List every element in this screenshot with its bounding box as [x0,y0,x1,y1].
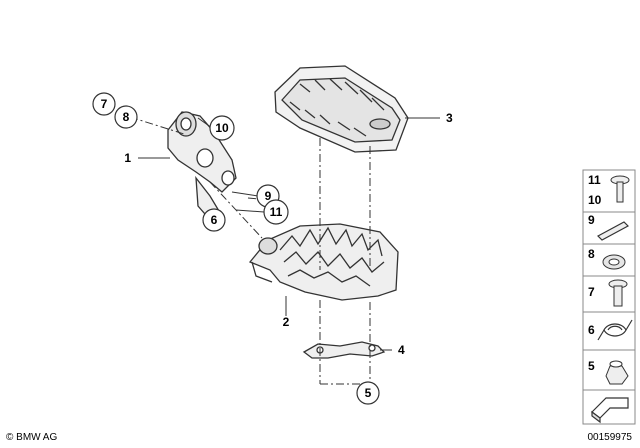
footpeg-bracket [167,111,237,223]
footpeg [248,223,399,301]
callout-10: 10 [209,115,235,141]
spring-icon [597,319,633,341]
svg-text:3: 3 [446,111,453,125]
svg-text:6: 6 [211,213,218,227]
legend-row-screw: 11 10 [582,169,636,213]
callout-3: 3 [446,111,453,125]
svg-text:4: 4 [398,343,405,357]
svg-text:1: 1 [124,151,131,165]
svg-text:9: 9 [265,189,272,203]
callout-11: 11 [263,199,289,225]
callout-4: 4 [398,343,405,357]
cotter-pin-icon [597,221,629,241]
callout-7: 7 [92,92,116,116]
svg-text:6: 6 [588,323,595,337]
svg-text:5: 5 [365,386,372,400]
spring-clip [302,341,386,359]
legend-row-arrow [582,389,636,425]
washer-icon [602,254,626,270]
svg-text:11: 11 [270,205,283,219]
screw-icon [610,175,630,203]
svg-text:10: 10 [588,193,602,207]
legend-column: 11 10 9 8 7 [582,169,636,425]
svg-text:2: 2 [283,315,290,329]
svg-text:5: 5 [588,359,595,373]
callout-6: 6 [202,208,226,232]
footpeg-rubber-pad [274,65,409,153]
pin-icon [608,279,628,307]
arrow-icon [591,397,629,424]
svg-text:7: 7 [101,97,108,111]
callout-2: 2 [283,315,290,329]
svg-text:9: 9 [588,213,595,227]
legend-row-spring: 6 [582,311,636,351]
svg-text:10: 10 [215,121,229,135]
svg-text:11: 11 [588,173,601,187]
callout-8: 8 [114,105,138,129]
image-number: 00159975 [587,432,633,443]
copyright-text: © BMW AG [6,432,58,443]
svg-text:8: 8 [588,247,595,261]
legend-row-cotter-pin: 9 [582,211,636,245]
svg-text:8: 8 [123,110,130,124]
callout-1: 1 [124,151,131,165]
callout-5: 5 [356,381,380,405]
svg-text:7: 7 [588,285,595,299]
legend-row-pin: 7 [582,275,636,313]
legend-row-washer: 8 [582,243,636,277]
legend-row-nut: 5 [582,349,636,391]
nut-icon [605,360,629,385]
